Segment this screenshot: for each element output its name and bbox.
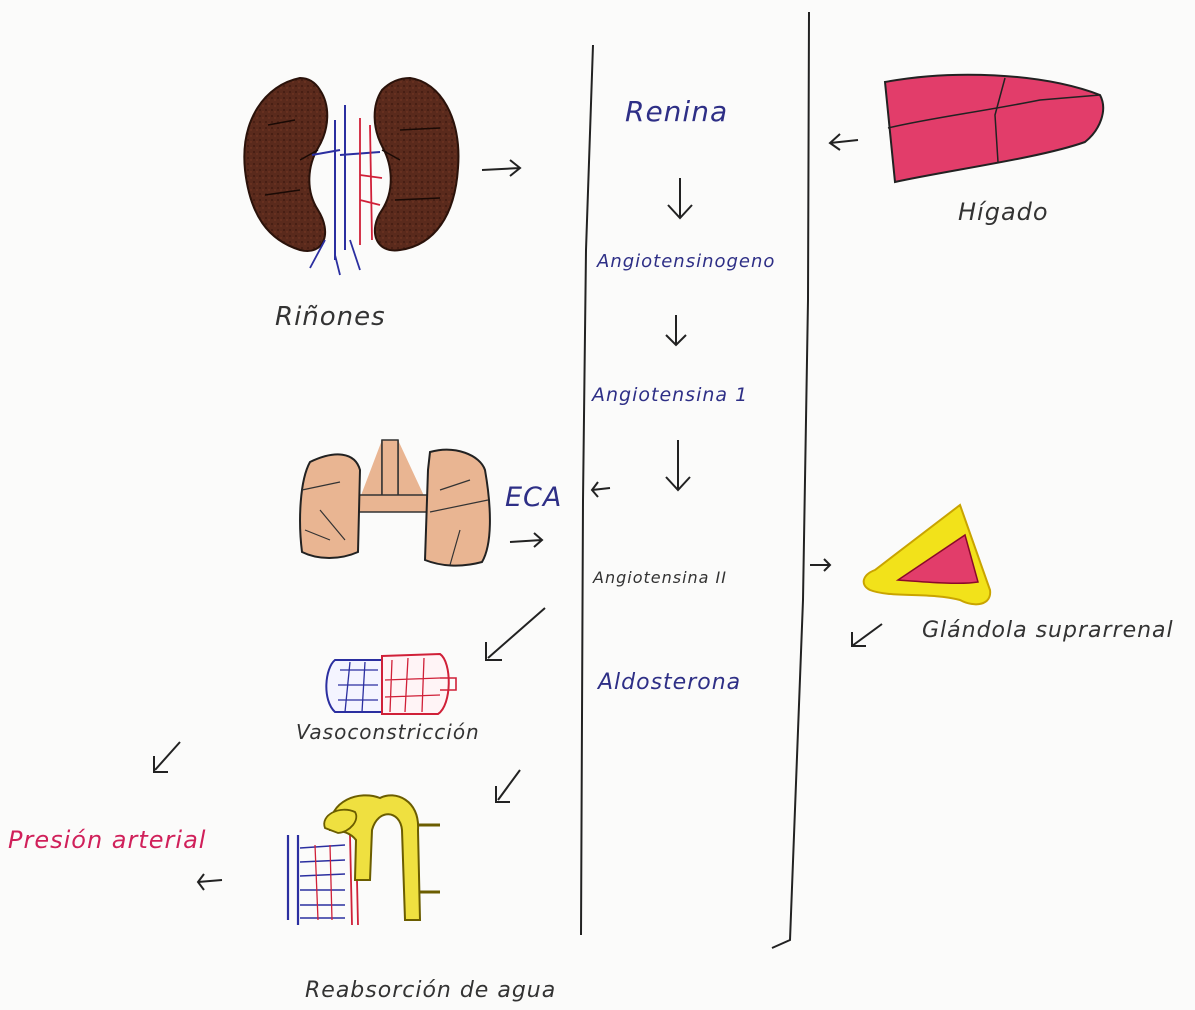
adrenal-gland-icon bbox=[864, 505, 990, 604]
kidneys-icon bbox=[244, 78, 458, 275]
blood-pressure-label: Presión arterial bbox=[8, 828, 206, 852]
arrow-lungs-to-angiotensin2 bbox=[510, 533, 542, 547]
angiotensinogen-label: Angiotensinogeno bbox=[597, 253, 775, 271]
adrenal-gland-label: Glándola suprarrenal bbox=[922, 620, 1174, 642]
angiotensin-2-label: Angiotensina II bbox=[593, 570, 727, 586]
arrow-to-adrenal bbox=[810, 559, 830, 571]
arrow-to-reabsorption bbox=[496, 770, 520, 802]
arrow-to-pressure bbox=[154, 742, 180, 772]
vasoconstriction-label: Vasoconstricción bbox=[296, 722, 480, 742]
kidneys-label: Riñones bbox=[275, 304, 386, 330]
angiotensin-1-label: Angiotensina 1 bbox=[592, 386, 748, 405]
reabsorption-label: Reabsorción de agua bbox=[305, 980, 556, 1002]
arrow-angiotensinogen-down bbox=[666, 315, 686, 345]
liver-icon bbox=[885, 75, 1103, 182]
renin-label: Renina bbox=[625, 98, 728, 126]
arrow-adrenal-down bbox=[852, 624, 882, 646]
liver-label: Hígado bbox=[958, 200, 1049, 224]
arrow-kidneys-to-renin bbox=[482, 160, 520, 176]
arrow-to-vasoconstriction bbox=[486, 608, 545, 660]
aldosterone-label: Aldosterona bbox=[598, 672, 741, 694]
blood-vessel-icon bbox=[326, 654, 456, 714]
arrow-renin-down bbox=[668, 178, 692, 218]
eca-label: ECA bbox=[505, 484, 562, 511]
arrow-to-eca bbox=[592, 482, 610, 497]
arrow-liver-to-renin bbox=[830, 134, 858, 150]
nephron-icon bbox=[288, 795, 440, 925]
lungs-icon bbox=[300, 440, 490, 566]
right-divider-line bbox=[772, 12, 809, 948]
arrow-angiotensin1-down bbox=[666, 440, 690, 490]
arrow-nephron-to-pressure bbox=[198, 874, 222, 890]
